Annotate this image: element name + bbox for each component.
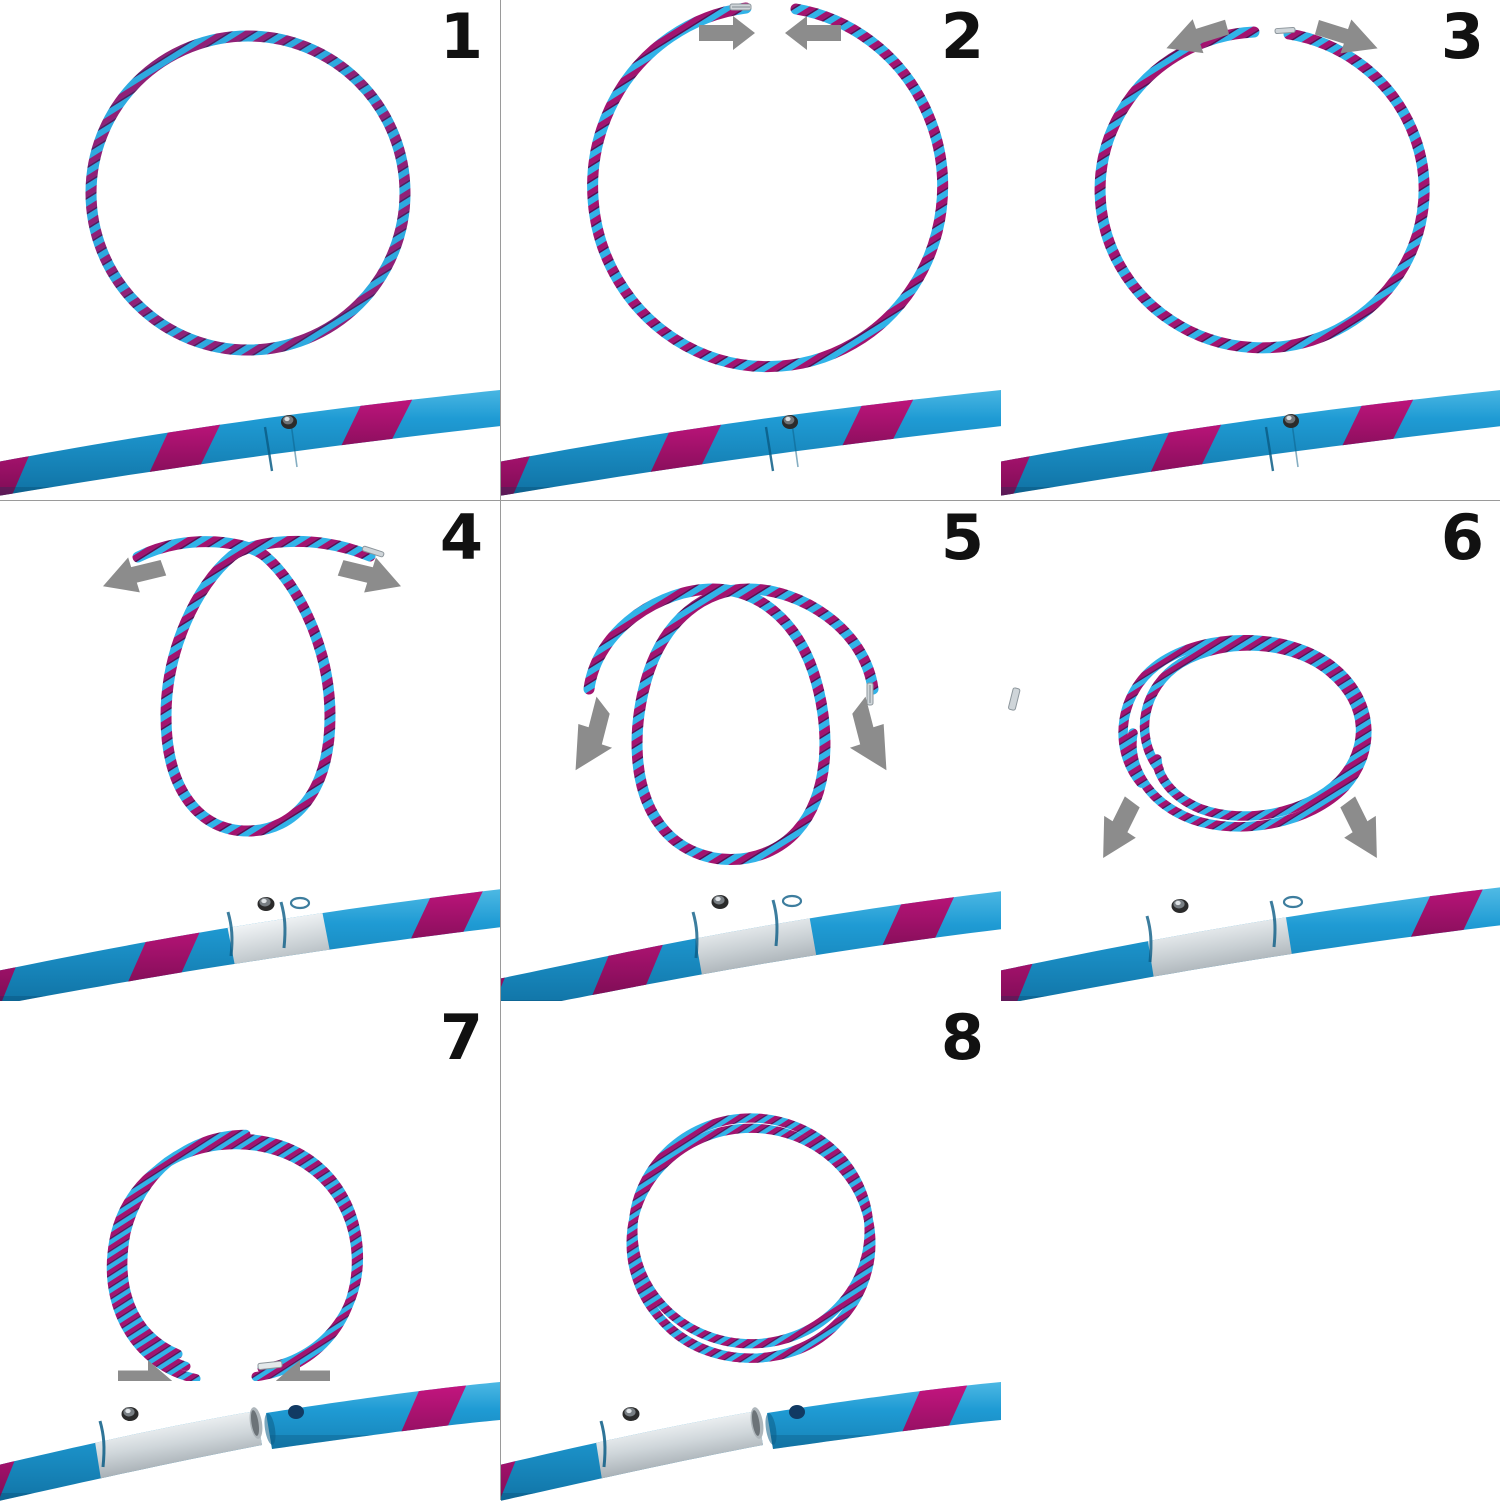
hoop-separated-photo-8 (501, 1381, 1001, 1501)
step-number-4: 4 (439, 501, 483, 574)
panel-step-4: 4 (0, 501, 500, 1001)
panel-step-1: 1 (0, 0, 500, 500)
step-number-3: 3 (1440, 0, 1484, 73)
panel-step-8: 8 (501, 1001, 1001, 1501)
push-button-icon (257, 897, 275, 911)
hoop-connector-photo-6 (1001, 876, 1500, 1001)
hoop-illustration-3 (1001, 0, 1500, 390)
push-button-icon (711, 895, 729, 909)
metal-pin-icon (257, 1360, 283, 1371)
hoop-illustration-2 (501, 0, 1001, 390)
hoop-connector-photo-5 (501, 876, 1001, 1001)
hoop-illustration-6 (1001, 501, 1500, 891)
button-hole-icon (781, 894, 803, 908)
button-hole-icon (289, 896, 311, 910)
button-hole-icon (1282, 895, 1304, 909)
metal-pin-icon (866, 682, 874, 706)
panel-step-7: 7 (0, 1001, 500, 1501)
hoop-joint-photo-1 (0, 375, 500, 500)
arrow-down-left-icon (575, 696, 613, 771)
arrow-right-icon (337, 557, 401, 593)
hoop-illustration-7 (0, 1001, 500, 1391)
metal-pin-icon (729, 3, 752, 11)
hoop-illustration-5 (501, 501, 1001, 891)
push-button-icon (1171, 899, 1189, 913)
button-hole-icon (789, 1405, 805, 1419)
panel-step-6: 6 (1001, 501, 1500, 1001)
rivet-screw-icon (281, 415, 297, 429)
rivet-screw-icon (1283, 414, 1299, 428)
push-button-icon (121, 1407, 139, 1421)
arrow-down-right-icon (1340, 796, 1377, 859)
push-button-icon (622, 1407, 640, 1421)
step-number-8: 8 (940, 1001, 984, 1074)
arrow-down-left-icon (1103, 796, 1140, 859)
step-number-7: 7 (439, 1001, 483, 1074)
arrow-up-left-icon (1166, 19, 1230, 54)
rivet-screw-icon (782, 415, 798, 429)
arrow-left-icon (785, 16, 841, 50)
metal-pin-icon (361, 545, 385, 558)
step-number-2: 2 (940, 0, 984, 73)
arrow-left-icon (103, 557, 167, 593)
grid-line-horizontal-1 (0, 499, 1500, 501)
arrow-down-right-icon (849, 696, 887, 771)
hoop-connector-photo-4 (0, 876, 500, 1001)
arrow-right-icon (699, 16, 755, 50)
panel-step-3: 3 (1001, 0, 1500, 500)
hoop-illustration-1 (0, 0, 500, 390)
button-hole-icon (288, 1405, 304, 1419)
hoop-separated-photo-7 (0, 1381, 500, 1501)
arrow-up-right-icon (1314, 19, 1378, 54)
step-number-6: 6 (1440, 501, 1484, 574)
panel-step-2: 2 (501, 0, 1001, 500)
hoop-illustration-8 (501, 1001, 1001, 1391)
hoop-joint-photo-2 (501, 375, 1001, 500)
hoop-joint-photo-3 (1001, 375, 1500, 500)
grid-line-vertical-1 (499, 0, 501, 1500)
panel-step-5: 5 (501, 501, 1001, 1001)
panel-empty (1001, 1001, 1500, 1501)
step-number-1: 1 (439, 0, 483, 73)
metal-pin-icon (1274, 26, 1296, 35)
metal-pin-icon (1008, 687, 1021, 711)
hoop-illustration-4 (0, 501, 500, 891)
step-number-5: 5 (940, 501, 984, 574)
